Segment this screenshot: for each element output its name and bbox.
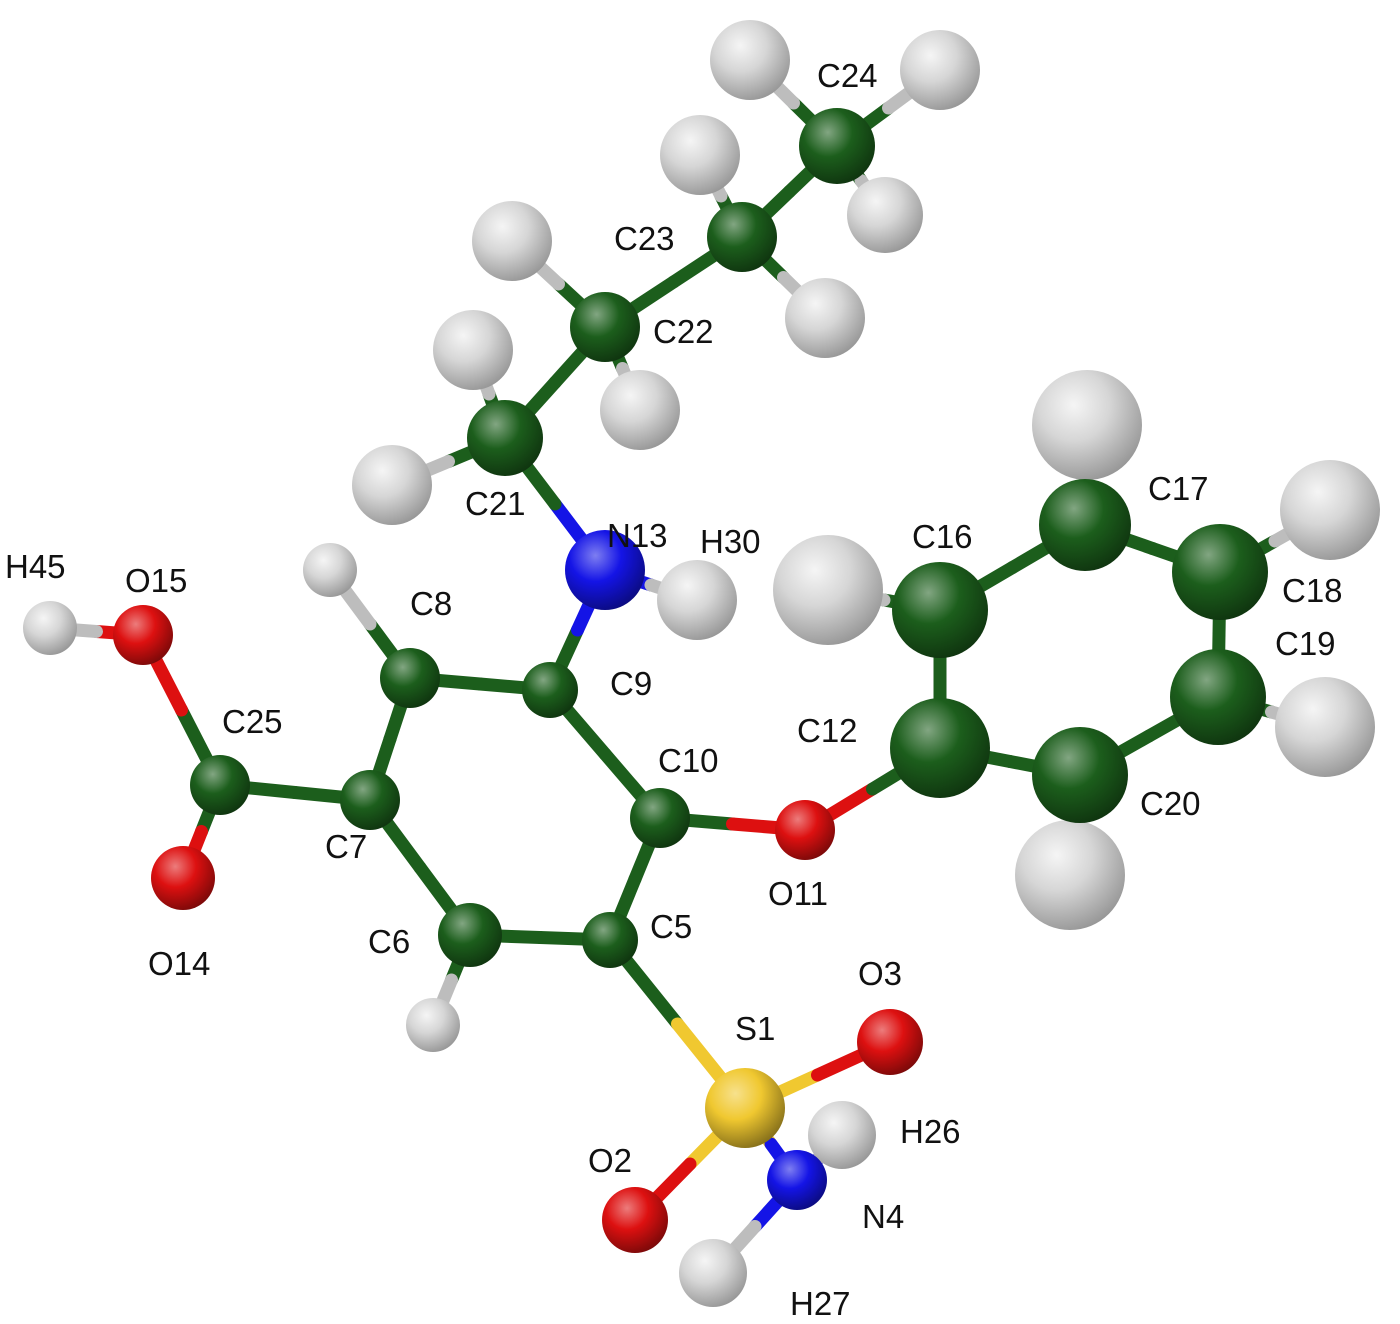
atom-c22 [570, 292, 640, 362]
atom-n4 [767, 1150, 827, 1210]
atom-label-c9: C9 [610, 665, 652, 702]
atom-label-c22: C22 [653, 313, 714, 350]
atom-h-c17 [1032, 370, 1142, 480]
atom-label-h26: H26 [900, 1113, 961, 1150]
atom-c9 [522, 662, 578, 718]
atom-label-c20: C20 [1140, 785, 1201, 822]
atom-label-o11: O11 [768, 875, 828, 912]
atom-label-c19: C19 [1275, 625, 1336, 662]
atom-h27 [679, 1239, 747, 1307]
atom-c17 [1039, 479, 1131, 571]
atom-o2 [602, 1187, 668, 1253]
atom-h-c20 [1015, 820, 1125, 930]
atom-o15 [113, 605, 173, 665]
atom-h45 [23, 601, 77, 655]
atom-h-c6 [406, 998, 460, 1052]
atom-label-c23: C23 [614, 220, 675, 257]
atom-h26 [808, 1101, 876, 1169]
atom-label-c16: C16 [912, 518, 973, 555]
atom-c10 [630, 788, 690, 848]
atom-label-c17: C17 [1148, 470, 1209, 507]
atoms-layer [23, 20, 1380, 1307]
atom-h-c24a [710, 20, 790, 100]
atom-h-c21b [352, 445, 432, 525]
atom-h-c19 [1275, 677, 1375, 777]
atom-label-c25: C25 [222, 703, 283, 740]
atom-label-h30: H30 [700, 523, 761, 560]
atom-c6 [438, 903, 502, 967]
atom-o14 [151, 846, 215, 910]
atom-h-c8 [303, 543, 357, 597]
bonds-layer [43, 53, 1337, 1280]
atom-label-c10: C10 [658, 742, 719, 779]
atom-h-c21a [433, 310, 513, 390]
atom-label-c5: C5 [650, 908, 692, 945]
atom-h-c22a [472, 201, 552, 281]
atom-o3 [857, 1009, 923, 1075]
atom-label-c18: C18 [1282, 572, 1343, 609]
atom-label-o2: O2 [588, 1142, 632, 1179]
atom-label-c12: C12 [797, 712, 858, 749]
atom-c18 [1172, 524, 1268, 620]
atom-h-c16 [773, 535, 883, 645]
atom-h30 [657, 560, 737, 640]
atom-c5 [582, 912, 638, 968]
atom-c24 [799, 108, 875, 184]
atom-s1 [705, 1068, 785, 1148]
atom-label-c8: C8 [410, 585, 452, 622]
atom-h-c24c [847, 177, 923, 253]
atom-label-c24: C24 [817, 57, 878, 94]
atom-label-c21: C21 [465, 485, 526, 522]
atom-c16 [892, 562, 988, 658]
atom-h-c23b [785, 278, 865, 358]
atom-c7 [340, 770, 400, 830]
atom-c23 [707, 202, 777, 272]
atom-c25 [190, 755, 250, 815]
atom-c19 [1170, 649, 1266, 745]
atom-label-c7: C7 [325, 828, 367, 865]
atom-label-n4: N4 [862, 1198, 904, 1235]
atom-label-o15: O15 [125, 562, 187, 599]
atom-h-c23a [660, 115, 740, 195]
atom-label-c6: C6 [368, 923, 410, 960]
atom-h-c22b [600, 370, 680, 450]
atom-label-h45: H45 [5, 548, 66, 585]
atom-h-c24b [900, 30, 980, 110]
atom-label-h27: H27 [790, 1285, 851, 1322]
atom-c21 [467, 400, 543, 476]
labels-layer: S1O2O3N4C5C6C7C8C9C10O11C12N13O14O15C16C… [5, 57, 1343, 1322]
atom-label-s1: S1 [735, 1010, 775, 1047]
atom-n13 [565, 530, 645, 610]
atom-c8 [380, 648, 440, 708]
atom-c12 [890, 698, 990, 798]
atom-label-o3: O3 [858, 955, 902, 992]
atom-h-c18 [1280, 460, 1380, 560]
atom-label-o14: O14 [148, 945, 210, 982]
atom-o11 [775, 800, 835, 860]
atom-label-n13: N13 [607, 517, 668, 554]
atom-c20 [1032, 727, 1128, 823]
